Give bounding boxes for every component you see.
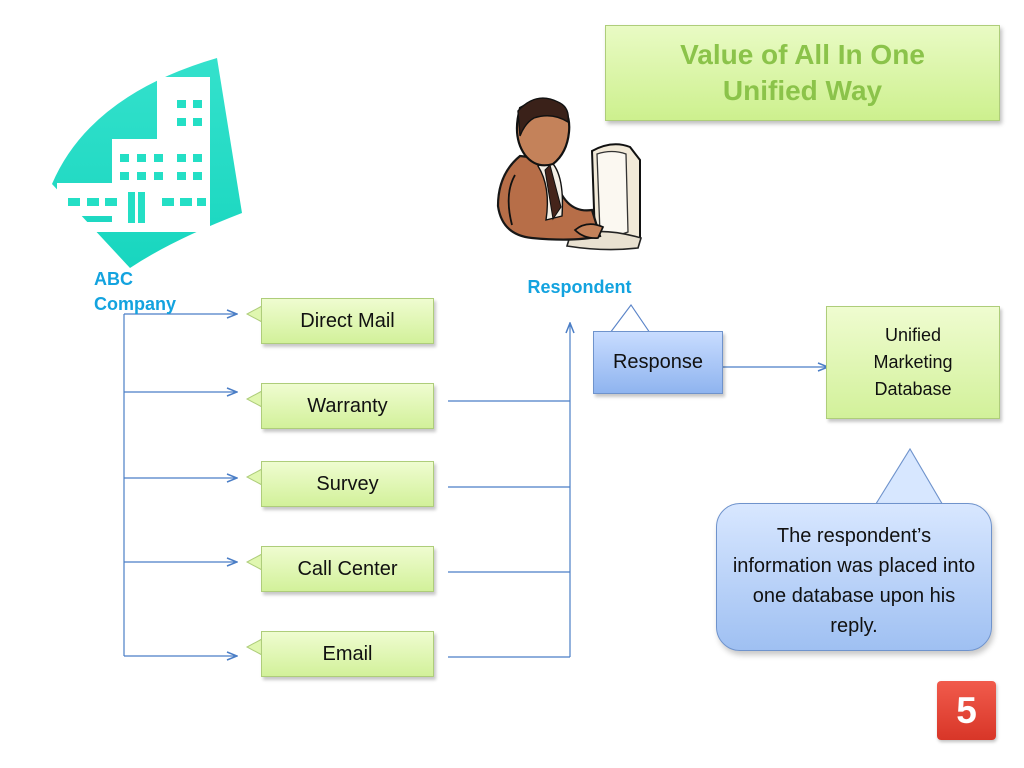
channel-call-center: Call Center [261,546,434,592]
logo-text: 5 [956,690,977,731]
response-box: Response [593,331,723,394]
unified-database-box: Unified Marketing Database [826,306,1000,419]
channel-tails [245,305,263,656]
channel-email: Email [261,631,434,677]
unified-database-label: Unified Marketing Database [873,325,953,399]
note-callout-pointer [873,447,945,508]
respondent-label: Respondent [527,277,632,297]
company-label: ABC Company [94,269,177,314]
database-note-text: The respondent’s information was placed … [732,525,976,637]
channel-direct-mail: Direct Mail [261,298,434,344]
fifty-logo-icon: 5 [937,681,996,740]
channel-respondent-connectors [448,323,570,658]
title-box: Value of All In One Unified Way [605,25,1000,121]
respondent-person-icon [496,97,642,251]
response-callout-pointer [608,304,652,334]
channel-warranty: Warranty [261,383,434,429]
company-building-icon [52,58,242,268]
database-note-callout: The respondent’s information was placed … [716,503,992,651]
channel-survey: Survey [261,461,434,507]
page-title: Value of All In One Unified Way [680,39,925,106]
company-channel-connectors [123,314,237,656]
